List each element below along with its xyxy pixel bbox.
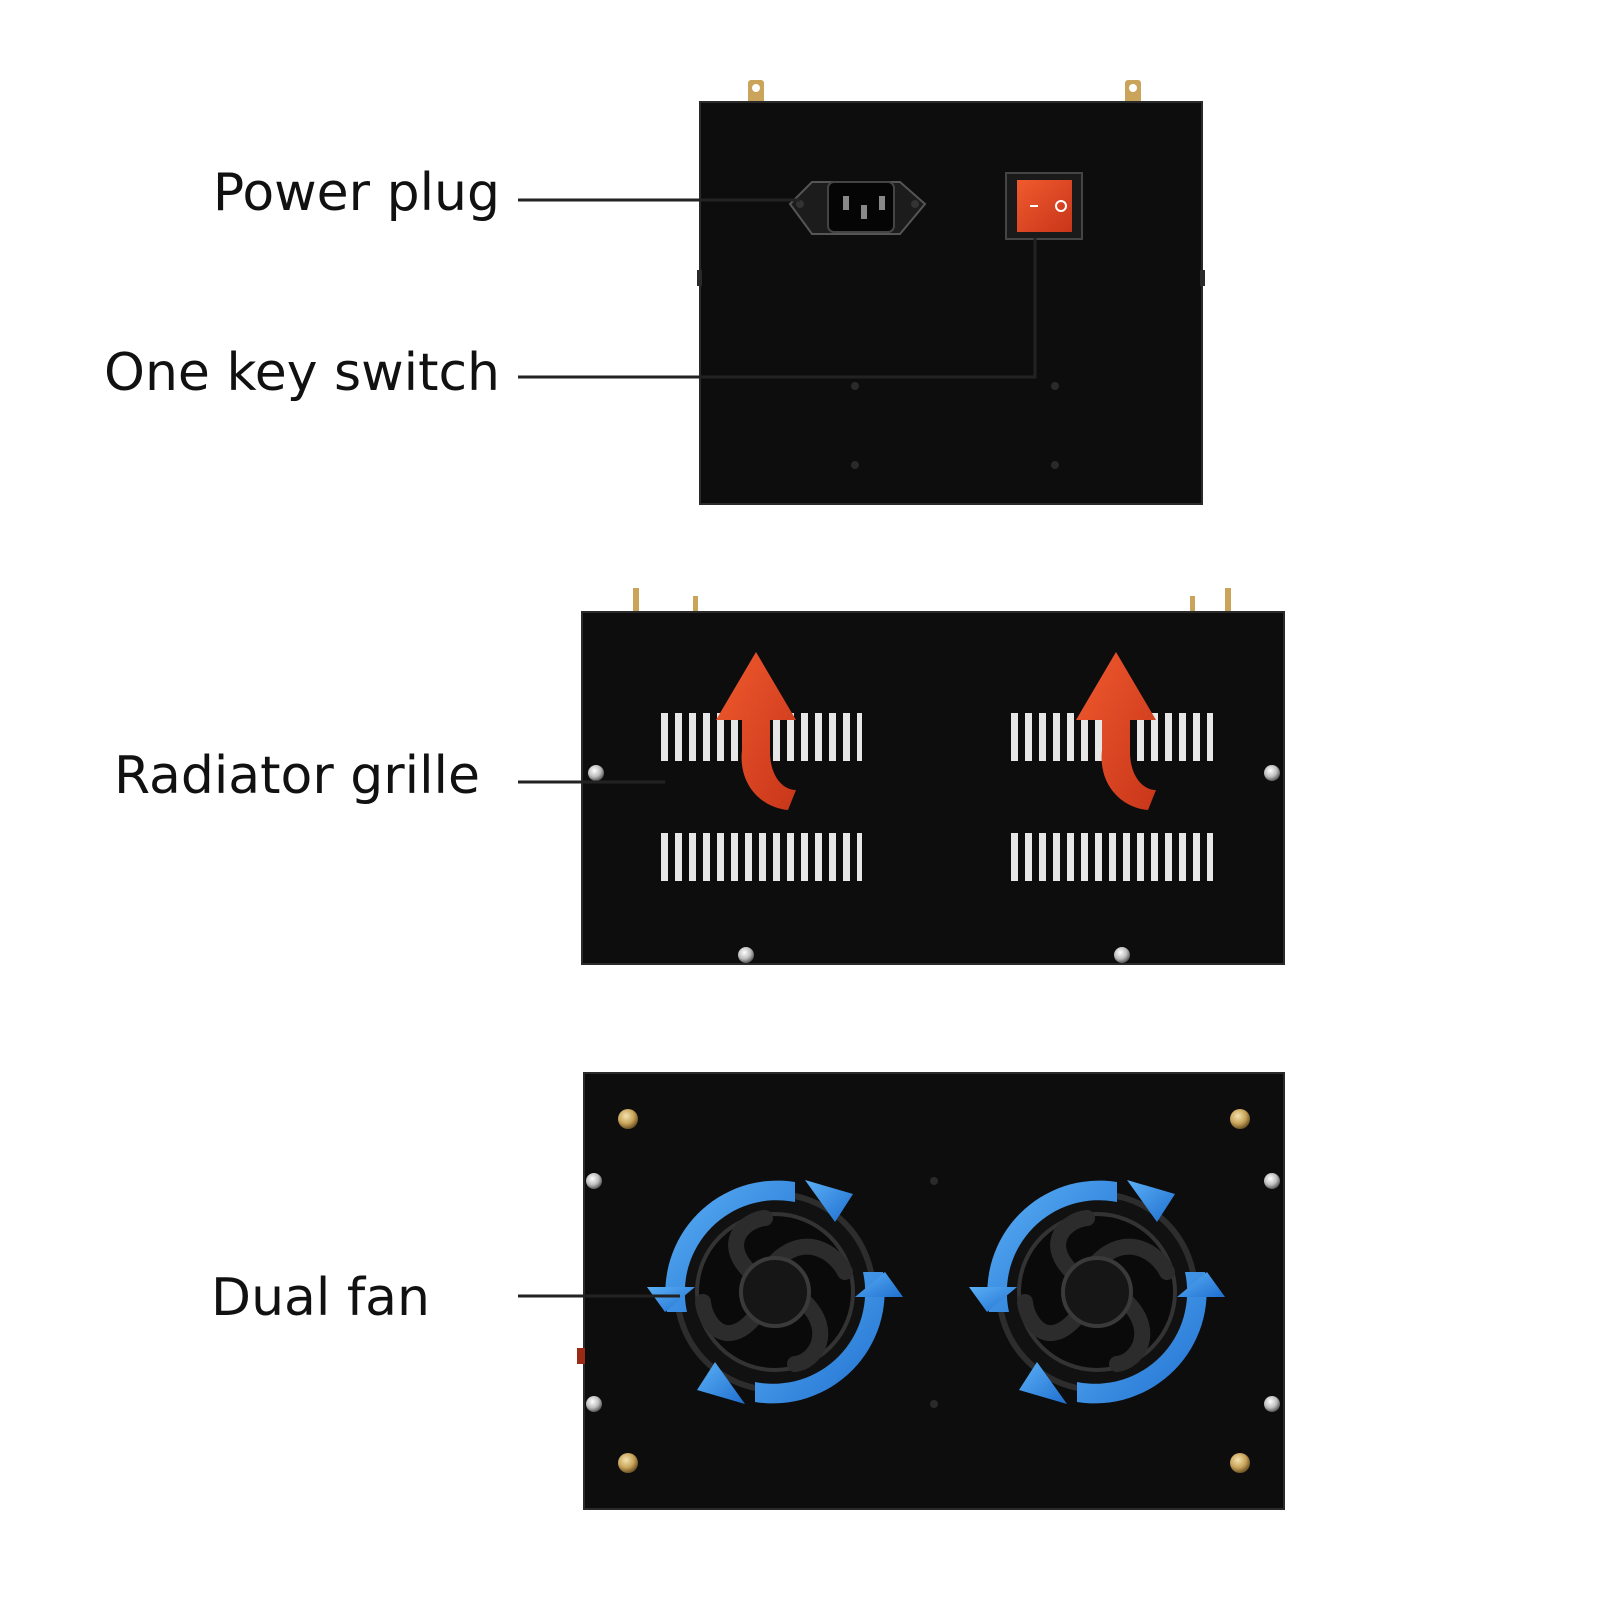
mounting-lug-right (1125, 80, 1141, 104)
terminal-post (1225, 588, 1231, 612)
middle-panel-body (581, 611, 1285, 965)
radiator-grille-lower-left (654, 833, 862, 881)
panel-hole (851, 382, 859, 390)
panel-hole (851, 461, 859, 469)
one-key-switch-label: One key switch (104, 343, 500, 403)
fan-rotation-arrow-icon (647, 1180, 903, 1404)
brass-screw (1230, 1453, 1250, 1473)
radiator-grille-lower-right (1005, 833, 1213, 881)
top-panel-body (699, 101, 1203, 505)
screw (1264, 765, 1280, 781)
brass-screw (1230, 1109, 1250, 1129)
fan-right (996, 1191, 1198, 1393)
top-panel (697, 80, 1205, 505)
power-plug-label: Power plug (212, 163, 500, 223)
mounting-lug-left (748, 80, 764, 104)
bottom-panel (577, 1072, 1285, 1510)
screw (588, 765, 604, 781)
screw (1264, 1396, 1280, 1412)
screw (1264, 1173, 1280, 1189)
airflow-arrow-icon (1076, 652, 1156, 810)
screw (1114, 947, 1130, 963)
fan-rotation-arrow-icon (969, 1180, 1225, 1404)
screw (586, 1173, 602, 1189)
dual-fan-label: Dual fan (211, 1268, 430, 1328)
one-key-switch-leader-line (518, 238, 1037, 379)
terminal-post (633, 588, 639, 612)
screw (738, 947, 754, 963)
middle-panel (581, 588, 1285, 965)
one-key-switch (1005, 172, 1083, 240)
airflow-arrow-icon (716, 652, 796, 810)
panel-hole (1051, 461, 1059, 469)
terminal-post (1190, 596, 1195, 612)
brass-screw (618, 1109, 638, 1129)
screw (586, 1396, 602, 1412)
power-plug-socket (788, 181, 927, 235)
terminal-post (693, 596, 698, 612)
brass-screw (618, 1453, 638, 1473)
radiator-grille-label: Radiator grille (113, 746, 480, 806)
panel-hole (1051, 382, 1059, 390)
